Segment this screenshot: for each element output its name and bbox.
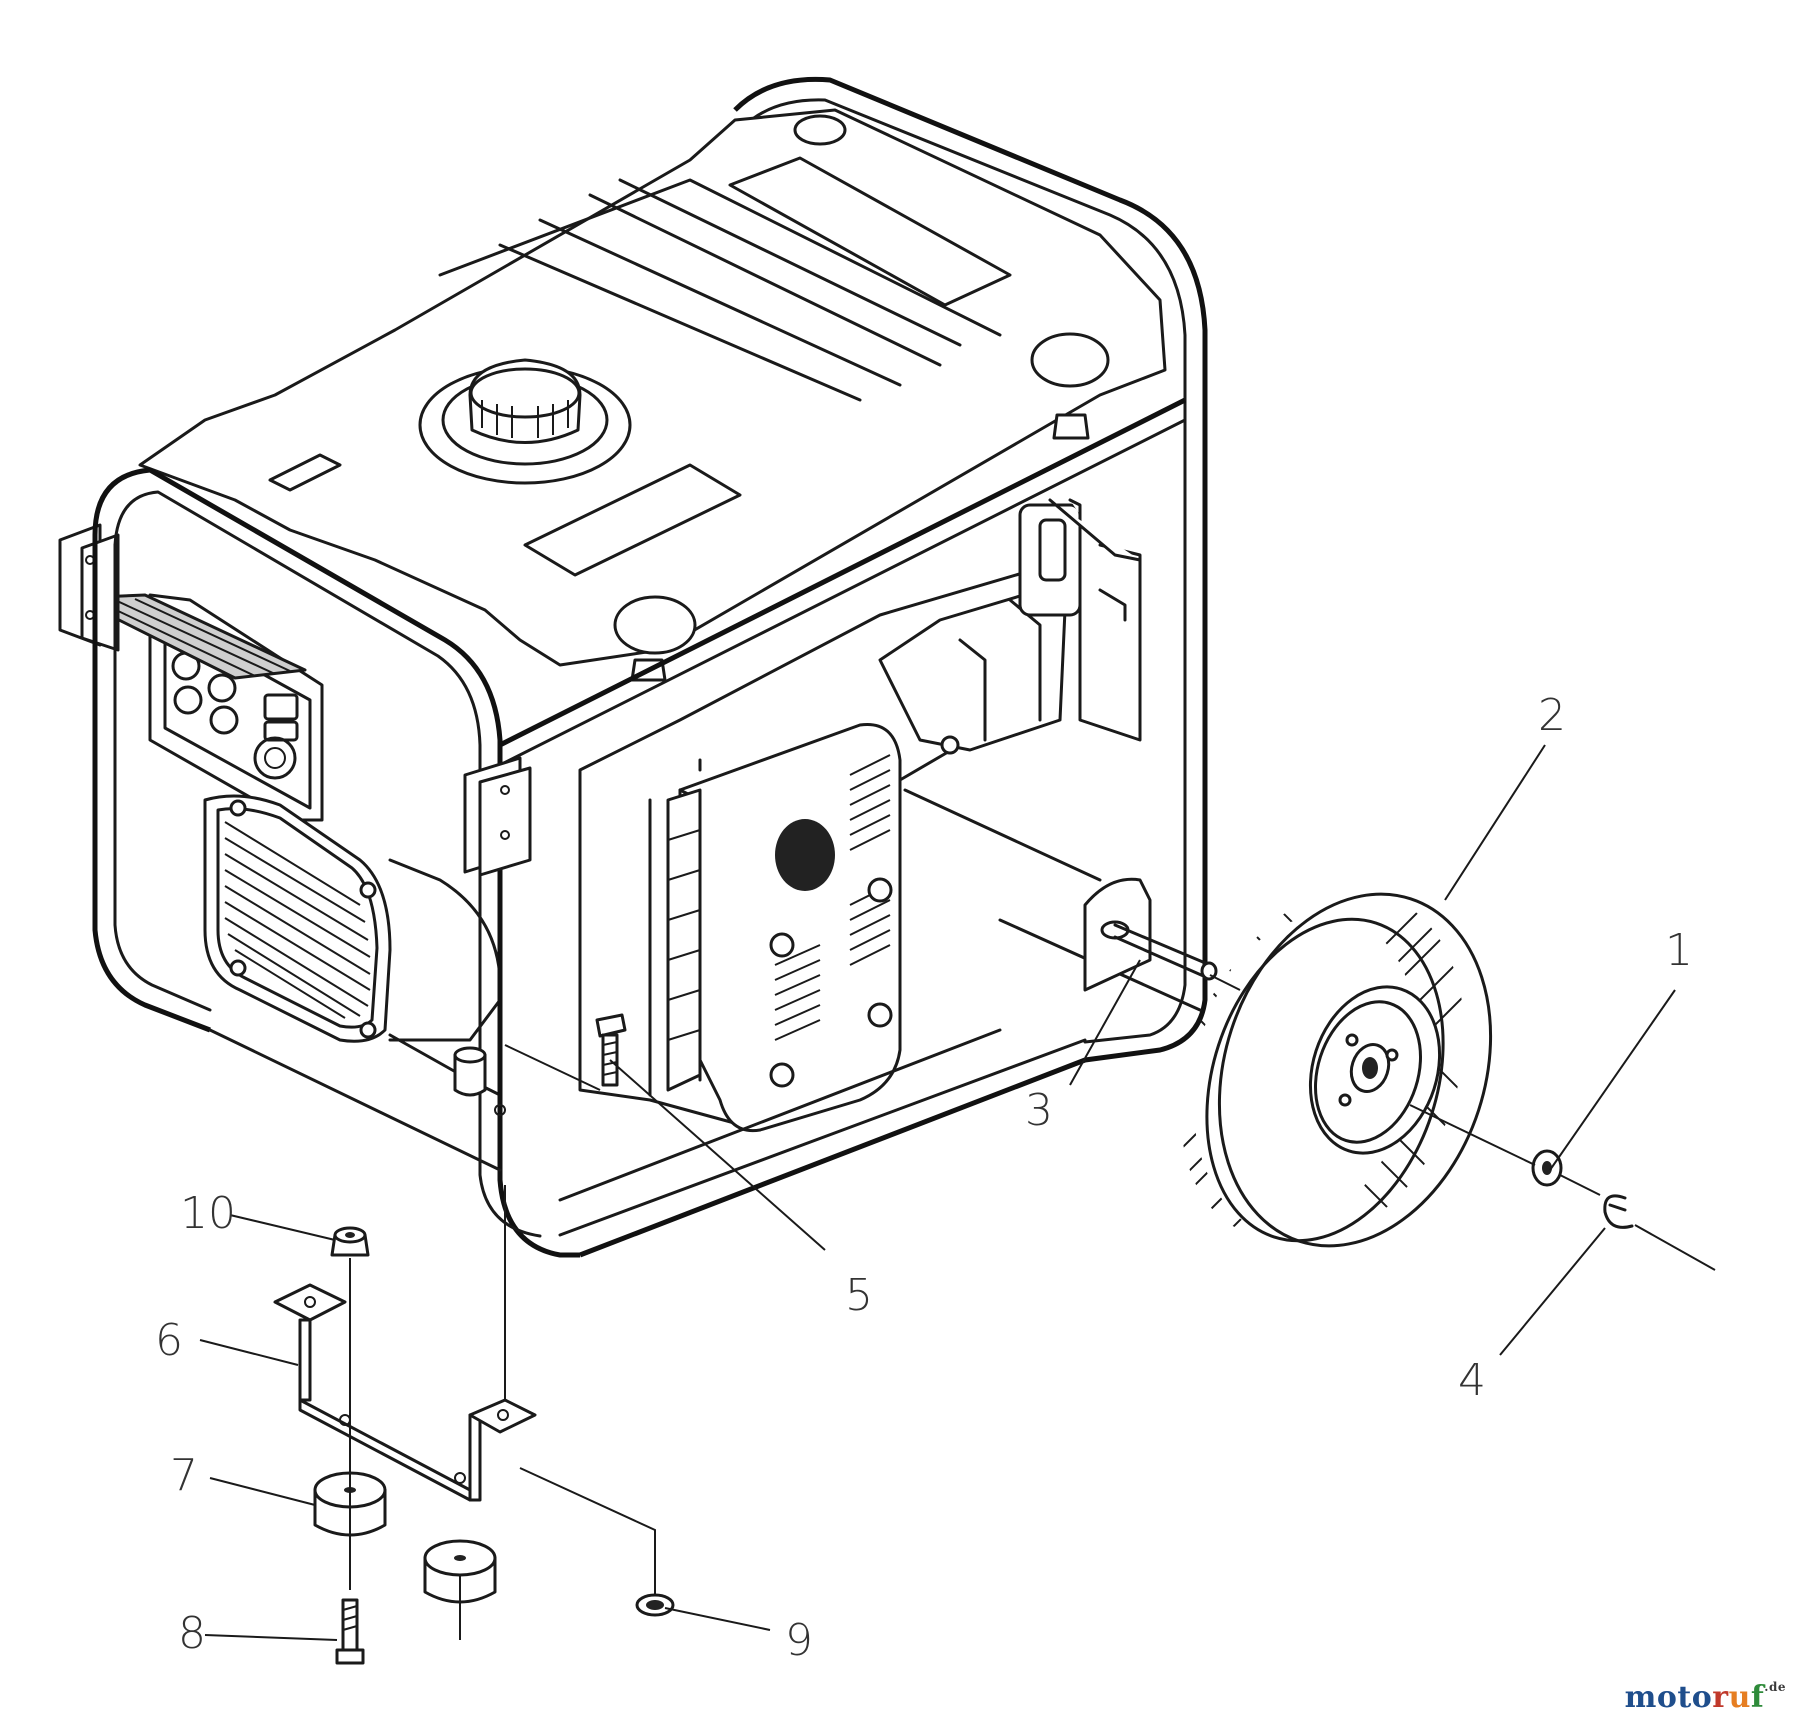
bolt bbox=[335, 1598, 365, 1665]
fuel-tank bbox=[138, 108, 1167, 667]
washer bbox=[1531, 1149, 1563, 1187]
rubber-mount-2 bbox=[423, 1539, 497, 1604]
mounting-bracket bbox=[273, 1283, 537, 1502]
watermark-part-1: moto bbox=[1624, 1680, 1713, 1715]
watermark-part-3: u bbox=[1728, 1680, 1751, 1715]
flange-nut-top bbox=[330, 1226, 370, 1257]
fuel-cap bbox=[418, 358, 632, 485]
watermark-part-4: f bbox=[1750, 1680, 1765, 1715]
axle bbox=[1113, 923, 1218, 981]
cap-screw bbox=[595, 1013, 627, 1087]
callouts: 1 2 3 4 5 6 7 8 9 10 bbox=[155, 690, 1693, 1666]
callout-9: 9 bbox=[785, 1615, 813, 1666]
wheel bbox=[1180, 890, 1493, 1248]
motoruf-watermark: motoruf.de bbox=[1625, 1680, 1786, 1715]
control-panel bbox=[58, 523, 324, 822]
muffler bbox=[666, 722, 902, 1133]
callout-4: 4 bbox=[1458, 1355, 1486, 1406]
rubber-feet-mounted bbox=[453, 1046, 506, 1116]
callout-8: 8 bbox=[178, 1608, 206, 1659]
callout-10: 10 bbox=[180, 1188, 236, 1239]
callout-2: 2 bbox=[1538, 690, 1566, 741]
watermark-tld: .de bbox=[1764, 1680, 1786, 1694]
callout-1: 1 bbox=[1665, 925, 1693, 976]
callout-3: 3 bbox=[1025, 1085, 1053, 1136]
flange-nut-bottom bbox=[635, 1593, 675, 1617]
rubber-mount-1 bbox=[313, 1471, 387, 1537]
frame-rear-loop bbox=[733, 76, 1208, 1063]
callout-7: 7 bbox=[170, 1450, 198, 1501]
alternator-grille bbox=[203, 794, 502, 1097]
callout-5: 5 bbox=[845, 1270, 873, 1321]
e-clip bbox=[1603, 1194, 1634, 1229]
assembly-lines bbox=[199, 744, 1716, 1641]
frame-front bbox=[92, 397, 1202, 1258]
watermark-part-2: r bbox=[1712, 1680, 1729, 1715]
callout-6: 6 bbox=[155, 1315, 183, 1366]
